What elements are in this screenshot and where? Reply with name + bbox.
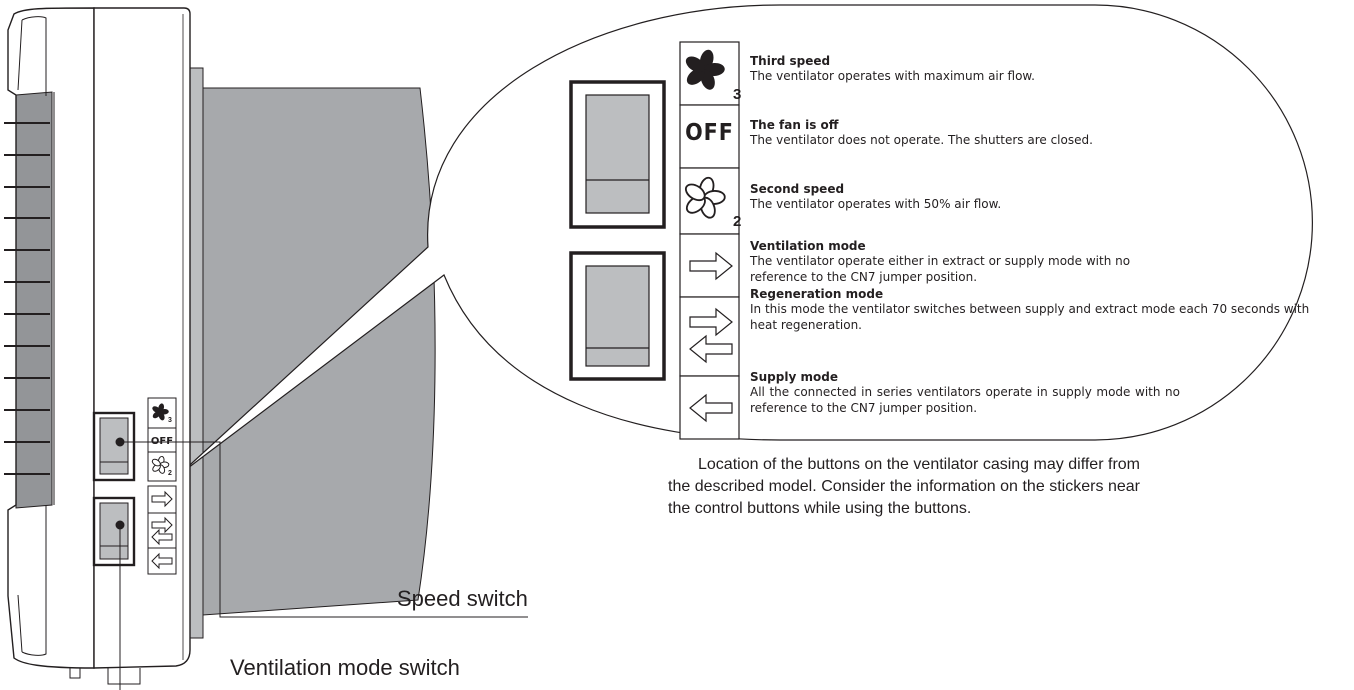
ventilation-mode-switch-label: Ventilation mode switch [230,655,460,680]
panel-arrow-right-icon [151,490,173,508]
ventilator-casing [4,7,191,685]
panel-arrow-both-icon [151,516,173,546]
bubble-mode-switch [569,251,666,381]
legend-title: The fan is off [750,118,839,132]
legend-desc: The ventilator operates with maximum air… [750,69,1035,83]
off-icon: OFF [685,120,734,146]
legend-desc: The ventilator does not operate. The shu… [750,133,1093,147]
panel-sub2: 2 [168,470,172,477]
legend-title: Third speed [750,54,831,68]
bubble-speed-icons [679,41,740,235]
legend-title: Ventilation mode [750,239,866,253]
legend-item-regeneration-mode: Regeneration mode In this mode the venti… [750,287,1310,333]
casing-note: Location of the buttons on the ventilato… [668,456,1140,517]
speed-3-subscript: 3 [733,86,742,103]
leader-lines [115,437,528,690]
speed-2-subscript: 2 [733,213,742,230]
panel-mode-switch[interactable] [92,496,136,567]
arrow-right-icon [689,251,733,281]
legend-desc: In this mode the ventilator switches bet… [750,302,1310,332]
legend-item-third-speed: Third speed The ventilator operates with… [750,54,1310,84]
legend-item-fan-off: The fan is off The ventilator does not o… [750,118,1310,148]
panel-speed-switch[interactable] [92,411,136,482]
speed-switch-label: Speed switch [397,586,528,611]
arrow-both-icon [689,307,733,364]
bubble-mode-icons [679,233,740,440]
legend-item-second-speed: Second speed The ventilator operates wit… [750,182,1310,212]
panel-arrow-left-icon [151,552,173,570]
legend-desc: All the connected in series ventilators … [750,385,1180,415]
legend-title: Supply mode [750,370,838,384]
callout-bubble [179,4,1314,475]
panel-speed-labels: 3 OFF 2 [147,397,177,482]
legend-item-supply-mode: Supply mode All the connected in series … [750,370,1180,416]
arrow-left-icon [689,393,733,423]
legend-title: Regeneration mode [750,287,884,301]
legend-item-ventilation-mode: Ventilation mode The ventilator operate … [750,239,1160,285]
legend-desc: The ventilator operates with 50% air flo… [750,197,1002,211]
panel-mode-labels [147,485,177,575]
bubble-speed-switch [569,80,666,229]
panel-sub3: 3 [168,417,172,424]
legend-title: Second speed [750,182,845,196]
legend-desc: The ventilator operate either in extract… [750,254,1131,284]
